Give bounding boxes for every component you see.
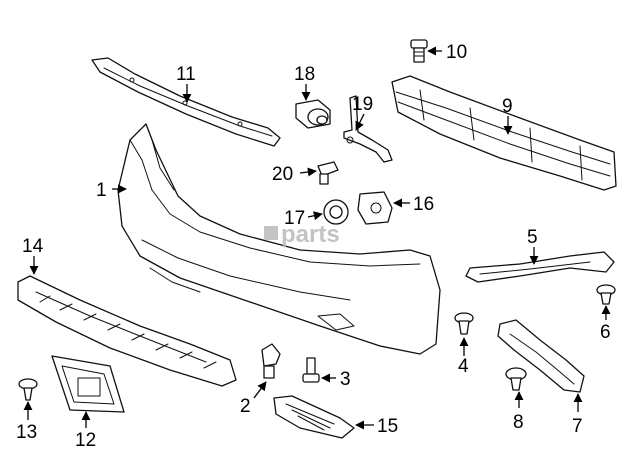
part-4-clip[interactable] [454, 312, 474, 335]
part-16-sensor-retainer[interactable] [357, 191, 393, 225]
callout-6: 6 [600, 322, 611, 343]
callout-17: 17 [284, 208, 305, 229]
callout-11: 11 [176, 64, 196, 85]
callout-14: 14 [22, 236, 44, 257]
callout-5: 5 [527, 227, 538, 248]
callout-labels: 1 2 3 4 5 6 7 8 9 10 11 12 13 14 15 16 1… [16, 42, 611, 451]
callout-13: 13 [16, 422, 37, 443]
part-18-sensor-housing[interactable] [295, 99, 331, 129]
callout-1: 1 [96, 180, 107, 201]
part-5-side-support[interactable] [465, 251, 615, 283]
part-14-lower-grille[interactable] [17, 275, 237, 387]
part-7-side-bracket[interactable] [497, 319, 585, 393]
part-1-bumper-cover[interactable] [117, 123, 441, 355]
part-13-screw[interactable] [18, 378, 38, 401]
callout-18: 18 [294, 64, 315, 85]
watermark-brand: parts [281, 221, 340, 248]
part-2-push-fastener[interactable] [261, 343, 281, 379]
part-10-screw[interactable] [410, 39, 428, 63]
part-8-clip[interactable] [505, 367, 527, 391]
callout-20: 20 [272, 164, 293, 185]
part-12-license-plate-bracket[interactable] [51, 355, 125, 413]
callout-12: 12 [75, 430, 96, 451]
callout-2: 2 [240, 396, 251, 417]
callout-9: 9 [502, 96, 513, 117]
part-3-bolt[interactable] [302, 357, 320, 383]
part-20-bolt[interactable] [317, 161, 339, 185]
part-9-reinforcement-beam[interactable] [391, 75, 617, 191]
part-15-fog-grille[interactable] [273, 395, 355, 439]
leader-lines [23, 46, 611, 430]
callout-4: 4 [458, 356, 469, 377]
callout-19: 19 [352, 94, 373, 115]
callout-3: 3 [340, 369, 351, 390]
callout-10: 10 [446, 42, 467, 63]
callout-7: 7 [572, 416, 583, 437]
part-19-bracket[interactable] [343, 95, 393, 163]
callout-16: 16 [413, 194, 434, 215]
callout-8: 8 [513, 412, 524, 433]
part-17-sensor[interactable] [323, 199, 349, 225]
callout-15: 15 [377, 416, 398, 437]
watermark: parts [264, 221, 340, 248]
part-6-fastener[interactable] [596, 284, 616, 305]
